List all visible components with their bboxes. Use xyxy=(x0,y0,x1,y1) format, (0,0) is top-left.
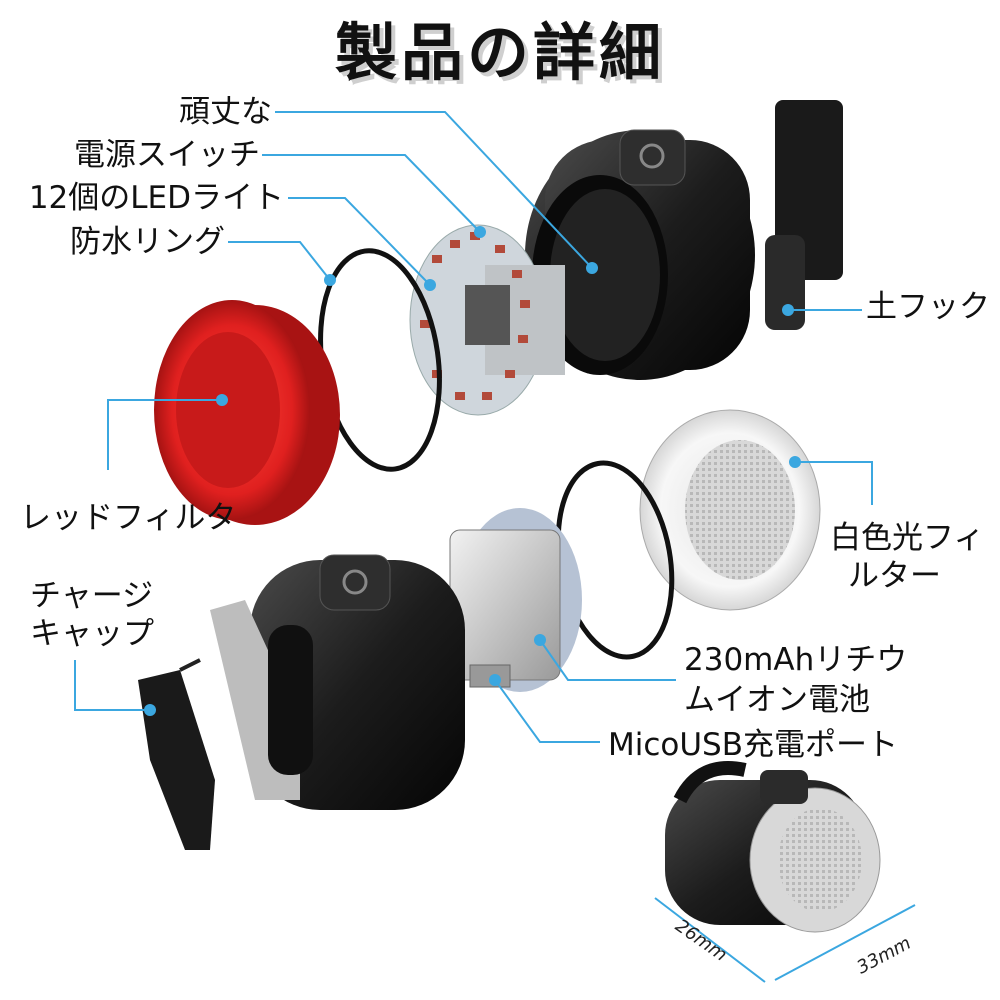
battery-pack xyxy=(449,508,582,692)
label-hook: 土フック xyxy=(866,289,990,325)
label-power-switch: 電源スイッチ xyxy=(74,137,260,173)
page-title: 製品の詳細 xyxy=(334,16,665,89)
assembled-light xyxy=(654,761,916,983)
label-charge-cap-1: チャージ xyxy=(30,578,154,614)
label-charge-cap-2: キャップ xyxy=(30,616,154,652)
red-lens xyxy=(154,300,340,525)
label-battery-1: 230mAhリチウ xyxy=(684,642,908,678)
label-usb-port: MicoUSB充電ポート xyxy=(608,727,899,763)
label-red-filter: レッドフィルタ xyxy=(20,500,237,536)
charge-cap xyxy=(138,658,215,850)
front-housing xyxy=(210,554,465,810)
label-battery-2: ムイオン電池 xyxy=(684,682,870,718)
leader-dots xyxy=(144,226,801,716)
led-board xyxy=(409,224,565,416)
label-white-filter-2: ルター xyxy=(848,558,941,594)
clear-lens xyxy=(639,409,821,611)
leader-lines xyxy=(74,111,873,743)
top-housing xyxy=(525,100,843,380)
label-waterproof-ring: 防水リング xyxy=(70,224,225,260)
label-white-filter-1: 白色光フィ xyxy=(830,520,985,556)
label-housing: 頑丈な xyxy=(179,94,272,130)
label-led-lights: 12個のLEDライト xyxy=(28,180,284,216)
